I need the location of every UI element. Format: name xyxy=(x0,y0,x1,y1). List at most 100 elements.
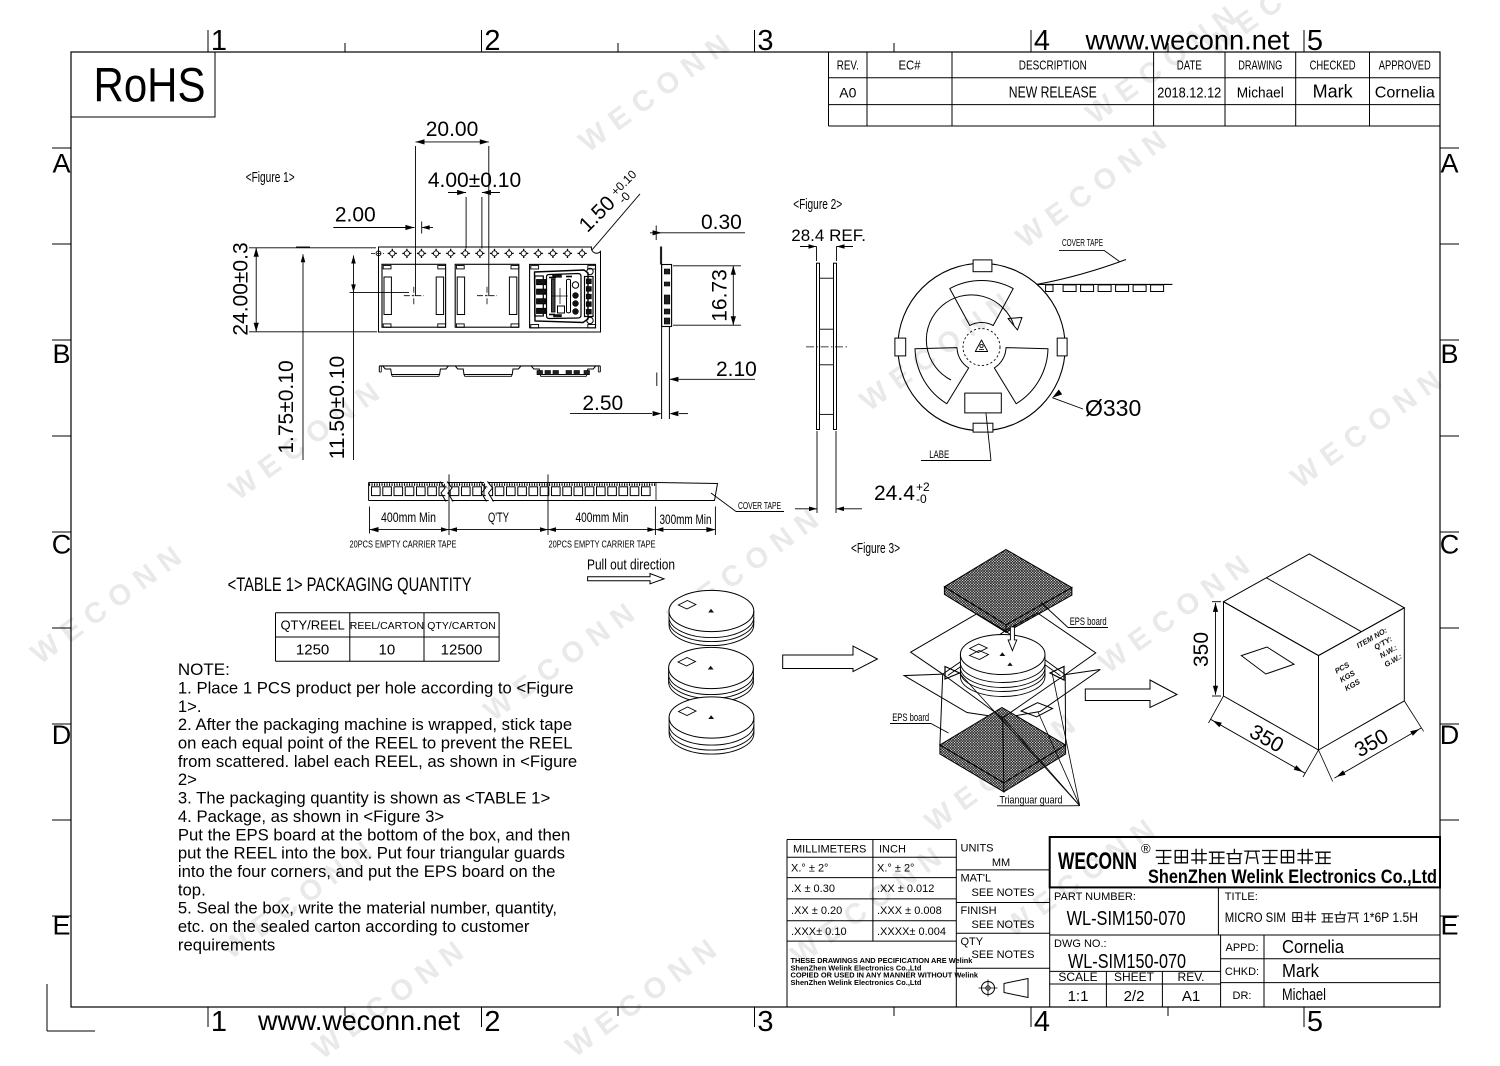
svg-text:EPS board: EPS board xyxy=(892,712,929,724)
svg-text:.XXX± 0.10: .XXX± 0.10 xyxy=(791,926,847,938)
svg-text:<TABLE 1> PACKAGING QUANTITY: <TABLE 1> PACKAGING QUANTITY xyxy=(228,575,472,596)
svg-text:Michael: Michael xyxy=(1282,985,1326,1004)
svg-text:on each equal point of the REE: on each equal point of the REEL to preve… xyxy=(178,734,573,753)
svg-text:FINISH: FINISH xyxy=(961,905,997,917)
svg-text:EPS board: EPS board xyxy=(1070,616,1107,628)
svg-text:5: 5 xyxy=(1307,1006,1323,1038)
svg-text:CHKD:: CHKD: xyxy=(1225,966,1259,978)
svg-text:DESCRIPTION: DESCRIPTION xyxy=(1019,58,1087,73)
svg-text:REEL/CARTON: REEL/CARTON xyxy=(350,620,424,632)
svg-text:400mm Min: 400mm Min xyxy=(576,510,629,525)
svg-text:2: 2 xyxy=(484,25,500,57)
svg-text:INCH: INCH xyxy=(879,843,906,855)
svg-text:etc. on the sealed carton acco: etc. on the sealed carton according to c… xyxy=(178,917,530,936)
svg-text:2>: 2> xyxy=(178,770,197,789)
svg-text:QTY/CARTON: QTY/CARTON xyxy=(427,620,495,632)
svg-text:2.10: 2.10 xyxy=(716,358,757,381)
svg-text:Put the EPS board at the botto: Put the EPS board at the bottom of the b… xyxy=(178,825,570,844)
svg-text:ShenZhen Welink Electronics Co: ShenZhen Welink Electronics Co.,Ltd xyxy=(1148,867,1437,888)
svg-text:RoHS: RoHS xyxy=(94,60,206,113)
svg-text:WECONN: WECONN xyxy=(1058,848,1137,875)
svg-text:E: E xyxy=(52,911,70,941)
svg-text:20.00: 20.00 xyxy=(426,118,479,141)
svg-text:4: 4 xyxy=(1034,1006,1050,1038)
svg-text:C: C xyxy=(52,530,72,560)
svg-text:SEE NOTES: SEE NOTES xyxy=(972,919,1035,931)
svg-text:<Figure 2>: <Figure 2> xyxy=(793,196,842,213)
svg-text:B: B xyxy=(1440,339,1458,369)
svg-text:4. Package, as shown in <Figur: 4. Package, as shown in <Figure 3> xyxy=(178,807,444,826)
svg-text:11.50±0.10: 11.50±0.10 xyxy=(326,356,349,459)
svg-text:Cornelia: Cornelia xyxy=(1282,937,1345,957)
svg-text:LABE: LABE xyxy=(929,449,949,461)
svg-text:300mm Min: 300mm Min xyxy=(660,512,712,527)
svg-text:20PCS EMPTY CARRIER TAPE: 20PCS EMPTY CARRIER TAPE xyxy=(350,540,457,551)
svg-text:DRAWING: DRAWING xyxy=(1238,58,1282,73)
svg-text:<Figure 1>: <Figure 1> xyxy=(246,169,295,186)
svg-text:MICRO SIM: MICRO SIM xyxy=(1225,910,1286,925)
svg-text:A0: A0 xyxy=(839,85,856,101)
svg-text:from scattered. label each REE: from scattered. label each REEL, as show… xyxy=(178,752,577,771)
svg-text:24.00±0.3: 24.00±0.3 xyxy=(230,242,253,335)
svg-text:B: B xyxy=(52,339,70,369)
svg-text:requirements: requirements xyxy=(178,935,275,954)
svg-text:REV.: REV. xyxy=(837,58,859,73)
svg-text:SEE NOTES: SEE NOTES xyxy=(972,887,1035,899)
svg-text:5. Seal the box, write the mat: 5. Seal the box, write the material numb… xyxy=(178,899,557,918)
svg-text:.XX ± 0.012: .XX ± 0.012 xyxy=(877,883,934,895)
svg-text:5: 5 xyxy=(1307,25,1323,57)
svg-text:400mm Min: 400mm Min xyxy=(381,510,436,525)
svg-text:QTY/REEL: QTY/REEL xyxy=(280,618,344,633)
svg-text:28.4 REF.: 28.4 REF. xyxy=(791,226,866,245)
svg-text:12500: 12500 xyxy=(441,642,483,659)
svg-text:1.75±0.10: 1.75±0.10 xyxy=(275,360,298,453)
svg-text:<Figure 3>: <Figure 3> xyxy=(851,540,900,557)
svg-text:MAT'L: MAT'L xyxy=(961,873,992,885)
svg-text:1*6P 1.5H: 1*6P 1.5H xyxy=(1363,910,1418,925)
svg-text:A: A xyxy=(1440,149,1458,179)
svg-text:www.weconn.net: www.weconn.net xyxy=(257,1005,460,1036)
svg-text:.XX ± 0.20: .XX ± 0.20 xyxy=(791,905,842,917)
svg-text:QTY: QTY xyxy=(961,936,984,948)
svg-text:2.00: 2.00 xyxy=(335,204,376,227)
svg-text:APPD:: APPD: xyxy=(1225,942,1258,954)
svg-text:MM: MM xyxy=(992,857,1010,869)
svg-text:.XXX ± 0.008: .XXX ± 0.008 xyxy=(877,905,942,917)
svg-text:COVER TAPE: COVER TAPE xyxy=(738,501,781,512)
svg-text:D: D xyxy=(52,720,72,750)
svg-text:24.4: 24.4 xyxy=(874,482,915,505)
svg-text:DR:: DR: xyxy=(1233,990,1252,1002)
svg-text:0.30: 0.30 xyxy=(701,211,742,234)
svg-text:SHEET: SHEET xyxy=(1114,970,1155,984)
svg-text:ShenZhen Welink Electronics Co: ShenZhen Welink Electronics Co.,Ltd xyxy=(791,978,922,987)
svg-text:www.weconn.net: www.weconn.net xyxy=(1085,25,1290,56)
svg-text:C: C xyxy=(1440,530,1460,560)
svg-text:Michael: Michael xyxy=(1237,85,1284,102)
svg-text:1>.: 1>. xyxy=(178,697,202,716)
svg-text:APPROVED: APPROVED xyxy=(1379,58,1431,73)
svg-text:1. Place 1 PCS product per hol: 1. Place 1 PCS product per hole accordin… xyxy=(178,679,574,698)
svg-text:X.° ± 2°: X.° ± 2° xyxy=(791,862,828,874)
svg-text:Mark: Mark xyxy=(1313,82,1354,102)
svg-text:1: 1 xyxy=(211,1006,227,1038)
svg-text:A: A xyxy=(52,149,70,179)
svg-text:E: E xyxy=(1440,911,1458,941)
svg-text:16.73: 16.73 xyxy=(709,269,732,322)
svg-text:COVER TAPE: COVER TAPE xyxy=(1062,238,1103,249)
svg-text:1250: 1250 xyxy=(296,642,329,659)
svg-text:D: D xyxy=(1440,720,1460,750)
svg-text:2018.12.12: 2018.12.12 xyxy=(1157,85,1221,102)
svg-text:3: 3 xyxy=(757,25,773,57)
svg-text:4.00±0.10: 4.00±0.10 xyxy=(428,169,521,192)
svg-text:20PCS EMPTY CARRIER TAPE: 20PCS EMPTY CARRIER TAPE xyxy=(549,540,656,551)
svg-text:2.50: 2.50 xyxy=(582,392,623,415)
svg-text:Pull out direction: Pull out direction xyxy=(587,557,675,574)
svg-text:top.: top. xyxy=(178,880,206,899)
svg-text:Trianguar guard: Trianguar guard xyxy=(1000,795,1063,807)
svg-text:EC#: EC# xyxy=(899,58,922,73)
svg-text:PART NUMBER:: PART NUMBER: xyxy=(1054,891,1136,903)
svg-text:2: 2 xyxy=(484,1006,500,1038)
svg-text:4: 4 xyxy=(1034,25,1050,57)
svg-text:.XXXX± 0.004: .XXXX± 0.004 xyxy=(877,926,946,938)
svg-text:.X ± 0.30: .X ± 0.30 xyxy=(791,883,835,895)
